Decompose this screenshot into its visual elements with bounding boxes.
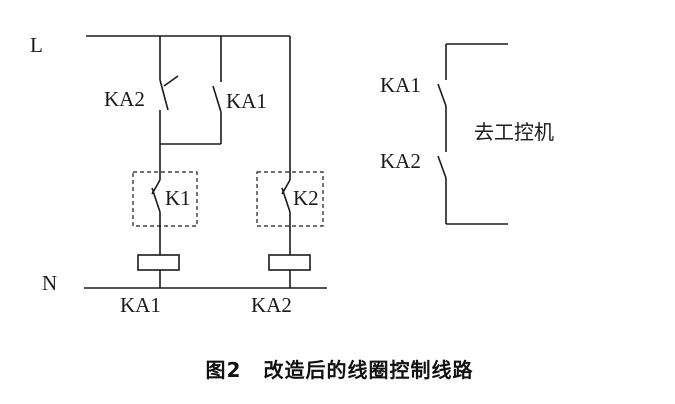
- relay-k2-box: [256, 171, 324, 227]
- output-target-label: 去工控机: [474, 120, 554, 144]
- line-label-L: L: [30, 33, 43, 57]
- contact-ka2-label: KA2: [104, 87, 145, 111]
- contact-ka2-normally-closed: [159, 36, 179, 144]
- relay-k2-label: K2: [293, 186, 319, 210]
- coil-ka2-label: KA2: [251, 293, 292, 317]
- coil-ka2: [268, 254, 311, 271]
- relay-k2-contact: [281, 179, 291, 255]
- output-contact-ka2-label: KA2: [380, 149, 421, 173]
- coil-ka1-label: KA1: [120, 293, 161, 317]
- figure-number: 图2: [205, 358, 242, 382]
- output-contact-circuit: [437, 43, 508, 225]
- relay-k1-box: [132, 171, 198, 227]
- relay-k1-label: K1: [165, 186, 191, 210]
- relay-k1-contact: [151, 179, 161, 255]
- contact-ka1-label: KA1: [226, 89, 267, 113]
- coil-ka1: [137, 254, 180, 271]
- figure-title: 改造后的线圈控制线路: [263, 358, 474, 382]
- output-contact-ka1-label: KA1: [380, 73, 421, 97]
- contact-ka1-normally-open: [212, 36, 222, 144]
- neutral-label-N: N: [42, 271, 57, 295]
- figure-caption: 图2 改造后的线圈控制线路: [0, 354, 675, 383]
